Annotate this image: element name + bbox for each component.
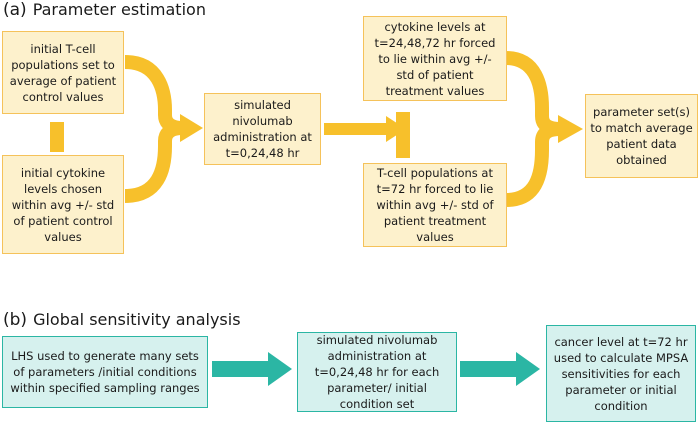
box-lhs: LHS used to generate many sets of parame…	[2, 336, 208, 408]
merge-brace-left	[124, 55, 189, 203]
box-cytokine-forced: cytokine levels at t=24,48,72 hr forced …	[363, 16, 507, 101]
box-cancer: cancer level at t=72 hr used to calculat…	[546, 325, 696, 422]
box-cytokine-init: initial cytokine levels chosen within av…	[2, 155, 124, 254]
box-simulated-a: simulated nivolumab administration at t=…	[204, 93, 321, 165]
box-tcell-init: initial T-cell populations set to averag…	[2, 31, 124, 114]
teal-arrow-2-head	[516, 352, 540, 386]
merge-arrowhead-right	[558, 115, 583, 143]
link-bar-left	[50, 122, 64, 152]
section-a-title: (a) Parameter estimation	[3, 0, 206, 20]
box-tcell-forced: T-cell populations at t=72 hr forced to …	[363, 163, 507, 247]
box-simulated-b: simulated nivolumab administration at t=…	[297, 332, 457, 412]
section-a-heading: Parameter estimation	[32, 0, 206, 19]
merge-brace-right	[505, 51, 567, 207]
teal-arrow-1-head	[268, 352, 292, 386]
section-b-letter: (b)	[3, 310, 28, 330]
section-b-title: (b) Global sensitivity analysis	[3, 310, 241, 330]
section-b-heading: Global sensitivity analysis	[33, 310, 241, 329]
link-bar-middle	[396, 112, 410, 158]
section-a-letter: (a)	[3, 0, 27, 20]
box-param-sets: parameter set(s) to match average patien…	[585, 94, 698, 178]
arrow-shaft-middle	[324, 123, 392, 135]
merge-arrowhead-left	[180, 114, 203, 142]
teal-arrow-1-shaft	[212, 361, 274, 377]
teal-arrow-2-shaft	[460, 361, 522, 377]
